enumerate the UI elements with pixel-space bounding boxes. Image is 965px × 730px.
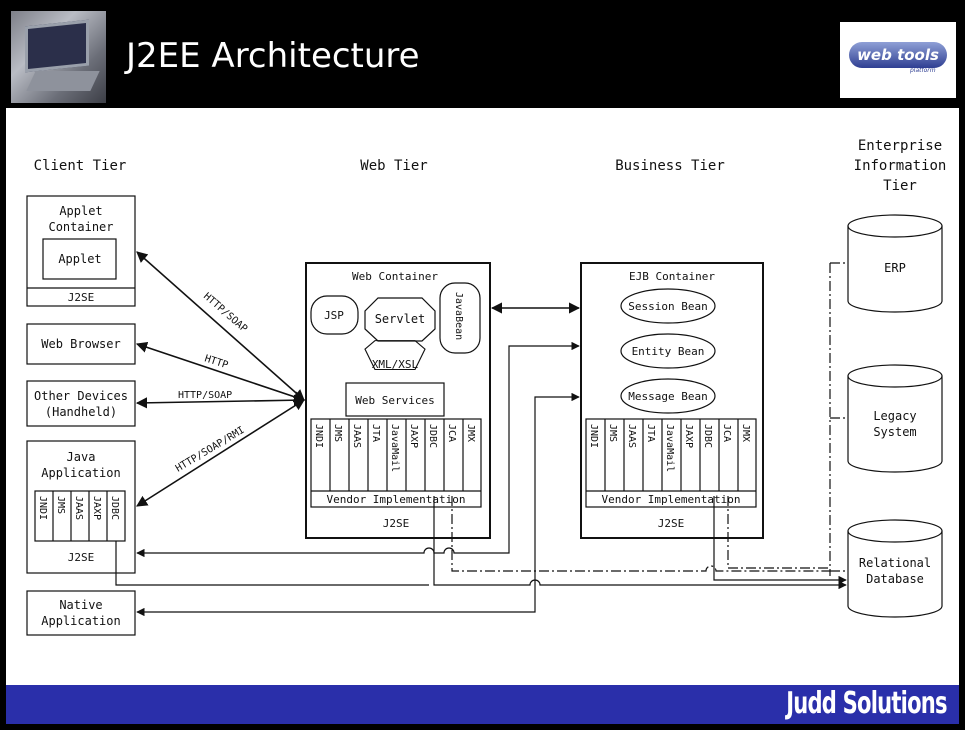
ejb-api-jca: JCA — [721, 424, 732, 442]
logo-subtext: platform — [910, 67, 936, 74]
xml-xsl-label: XML/XSL — [372, 358, 419, 371]
web-api-jaxp: JAXP — [408, 424, 419, 448]
web-api-jaas: JAAS — [351, 424, 362, 448]
java-api-jdbc: JDBC — [109, 496, 120, 520]
legacy-system-label-2: System — [873, 425, 916, 439]
web-api-jta: JTA — [370, 424, 381, 442]
native-application-label-1: Native — [59, 598, 102, 612]
jsp-label: JSP — [324, 309, 344, 322]
web-services-label: Web Services — [355, 394, 434, 407]
protocol-label-2: HTTP — [203, 353, 229, 371]
slide-title: J2EE Architecture — [126, 36, 420, 76]
web-api-jdbc: JDBC — [427, 424, 438, 448]
web-api-jca: JCA — [446, 424, 457, 442]
ejb-api-jms: JMS — [607, 424, 618, 442]
web-container-title: Web Container — [352, 270, 438, 283]
header-bar: J2EE Architecture web tools platform — [6, 6, 959, 108]
eis-heading-line1: Enterprise — [858, 138, 942, 154]
ejb-api-jaas: JAAS — [626, 424, 637, 448]
message-bean-label: Message Bean — [628, 390, 707, 403]
protocol-label-1: HTTP/SOAP — [201, 291, 249, 335]
relational-database-label-2: Database — [866, 572, 924, 586]
erp-label: ERP — [884, 261, 906, 275]
web-vendor-label: Vendor Implementation — [326, 493, 465, 506]
business-tier-heading: Business Tier — [615, 158, 725, 174]
web-tier-heading: Web Tier — [360, 158, 427, 174]
javabean-label: JavaBean — [453, 292, 464, 340]
ejb-api-jdbc: JDBC — [702, 424, 713, 448]
eis-heading-line3: Tier — [883, 178, 917, 194]
brand-logo: Judd Solutions — [786, 686, 948, 721]
web-api-javamail: JavaMail — [389, 424, 400, 472]
legacy-system-label-1: Legacy — [873, 409, 916, 423]
footer-bar: Judd Solutions — [6, 685, 959, 724]
protocol-label-3: HTTP/SOAP — [178, 390, 232, 401]
applet-label: Applet — [58, 252, 101, 266]
applet-j2se-label: J2SE — [68, 291, 95, 304]
web-browser-label: Web Browser — [41, 337, 120, 351]
java-application-label-1: Java — [67, 450, 96, 464]
ejb-api-jndi: JNDI — [588, 424, 599, 448]
slide: J2EE Architecture web tools platform Cli… — [6, 6, 959, 724]
ejb-api-jaxp: JAXP — [683, 424, 694, 448]
web-j2se-label: J2SE — [383, 517, 410, 530]
web-tools-logo: web tools platform — [840, 22, 956, 98]
java-api-jaxp: JAXP — [91, 496, 102, 520]
java-api-jms: JMS — [55, 496, 66, 514]
other-devices-label-1: Other Devices — [34, 389, 128, 403]
java-application-label-2: Application — [41, 466, 120, 480]
ejb-api-javamail: JavaMail — [664, 424, 675, 472]
laptop-image — [11, 11, 106, 103]
web-api-jndi: JNDI — [313, 424, 324, 448]
ejb-vendor-label: Vendor Implementation — [601, 493, 740, 506]
session-bean-label: Session Bean — [628, 300, 707, 313]
applet-container-label-2: Container — [48, 220, 113, 234]
entity-bean-label: Entity Bean — [632, 345, 705, 358]
logo-text: web tools — [849, 42, 947, 68]
client-tier-heading: Client Tier — [34, 158, 127, 174]
web-api-jms: JMS — [332, 424, 343, 442]
relational-database-label-1: Relational — [859, 556, 931, 570]
java-api-jaas: JAAS — [73, 496, 84, 520]
other-devices-label-2: (Handheld) — [45, 405, 117, 419]
ejb-container-title: EJB Container — [629, 270, 715, 283]
protocol-label-4: HTTP/SOAP/RMI — [174, 425, 247, 475]
web-api-jmx: JMX — [465, 424, 476, 442]
eis-heading-line2: Information — [854, 158, 947, 174]
java-api-jndi: JNDI — [37, 496, 48, 520]
native-application-label-2: Application — [41, 614, 120, 628]
ejb-api-jta: JTA — [645, 424, 656, 442]
ejb-j2se-label: J2SE — [658, 517, 685, 530]
ejb-api-jmx: JMX — [740, 424, 751, 442]
j2ee-diagram: Client Tier Web Tier Business Tier Enter… — [26, 138, 947, 636]
java-j2se-label: J2SE — [68, 551, 95, 564]
applet-container-label-1: Applet — [59, 204, 102, 218]
servlet-label: Servlet — [375, 312, 426, 326]
